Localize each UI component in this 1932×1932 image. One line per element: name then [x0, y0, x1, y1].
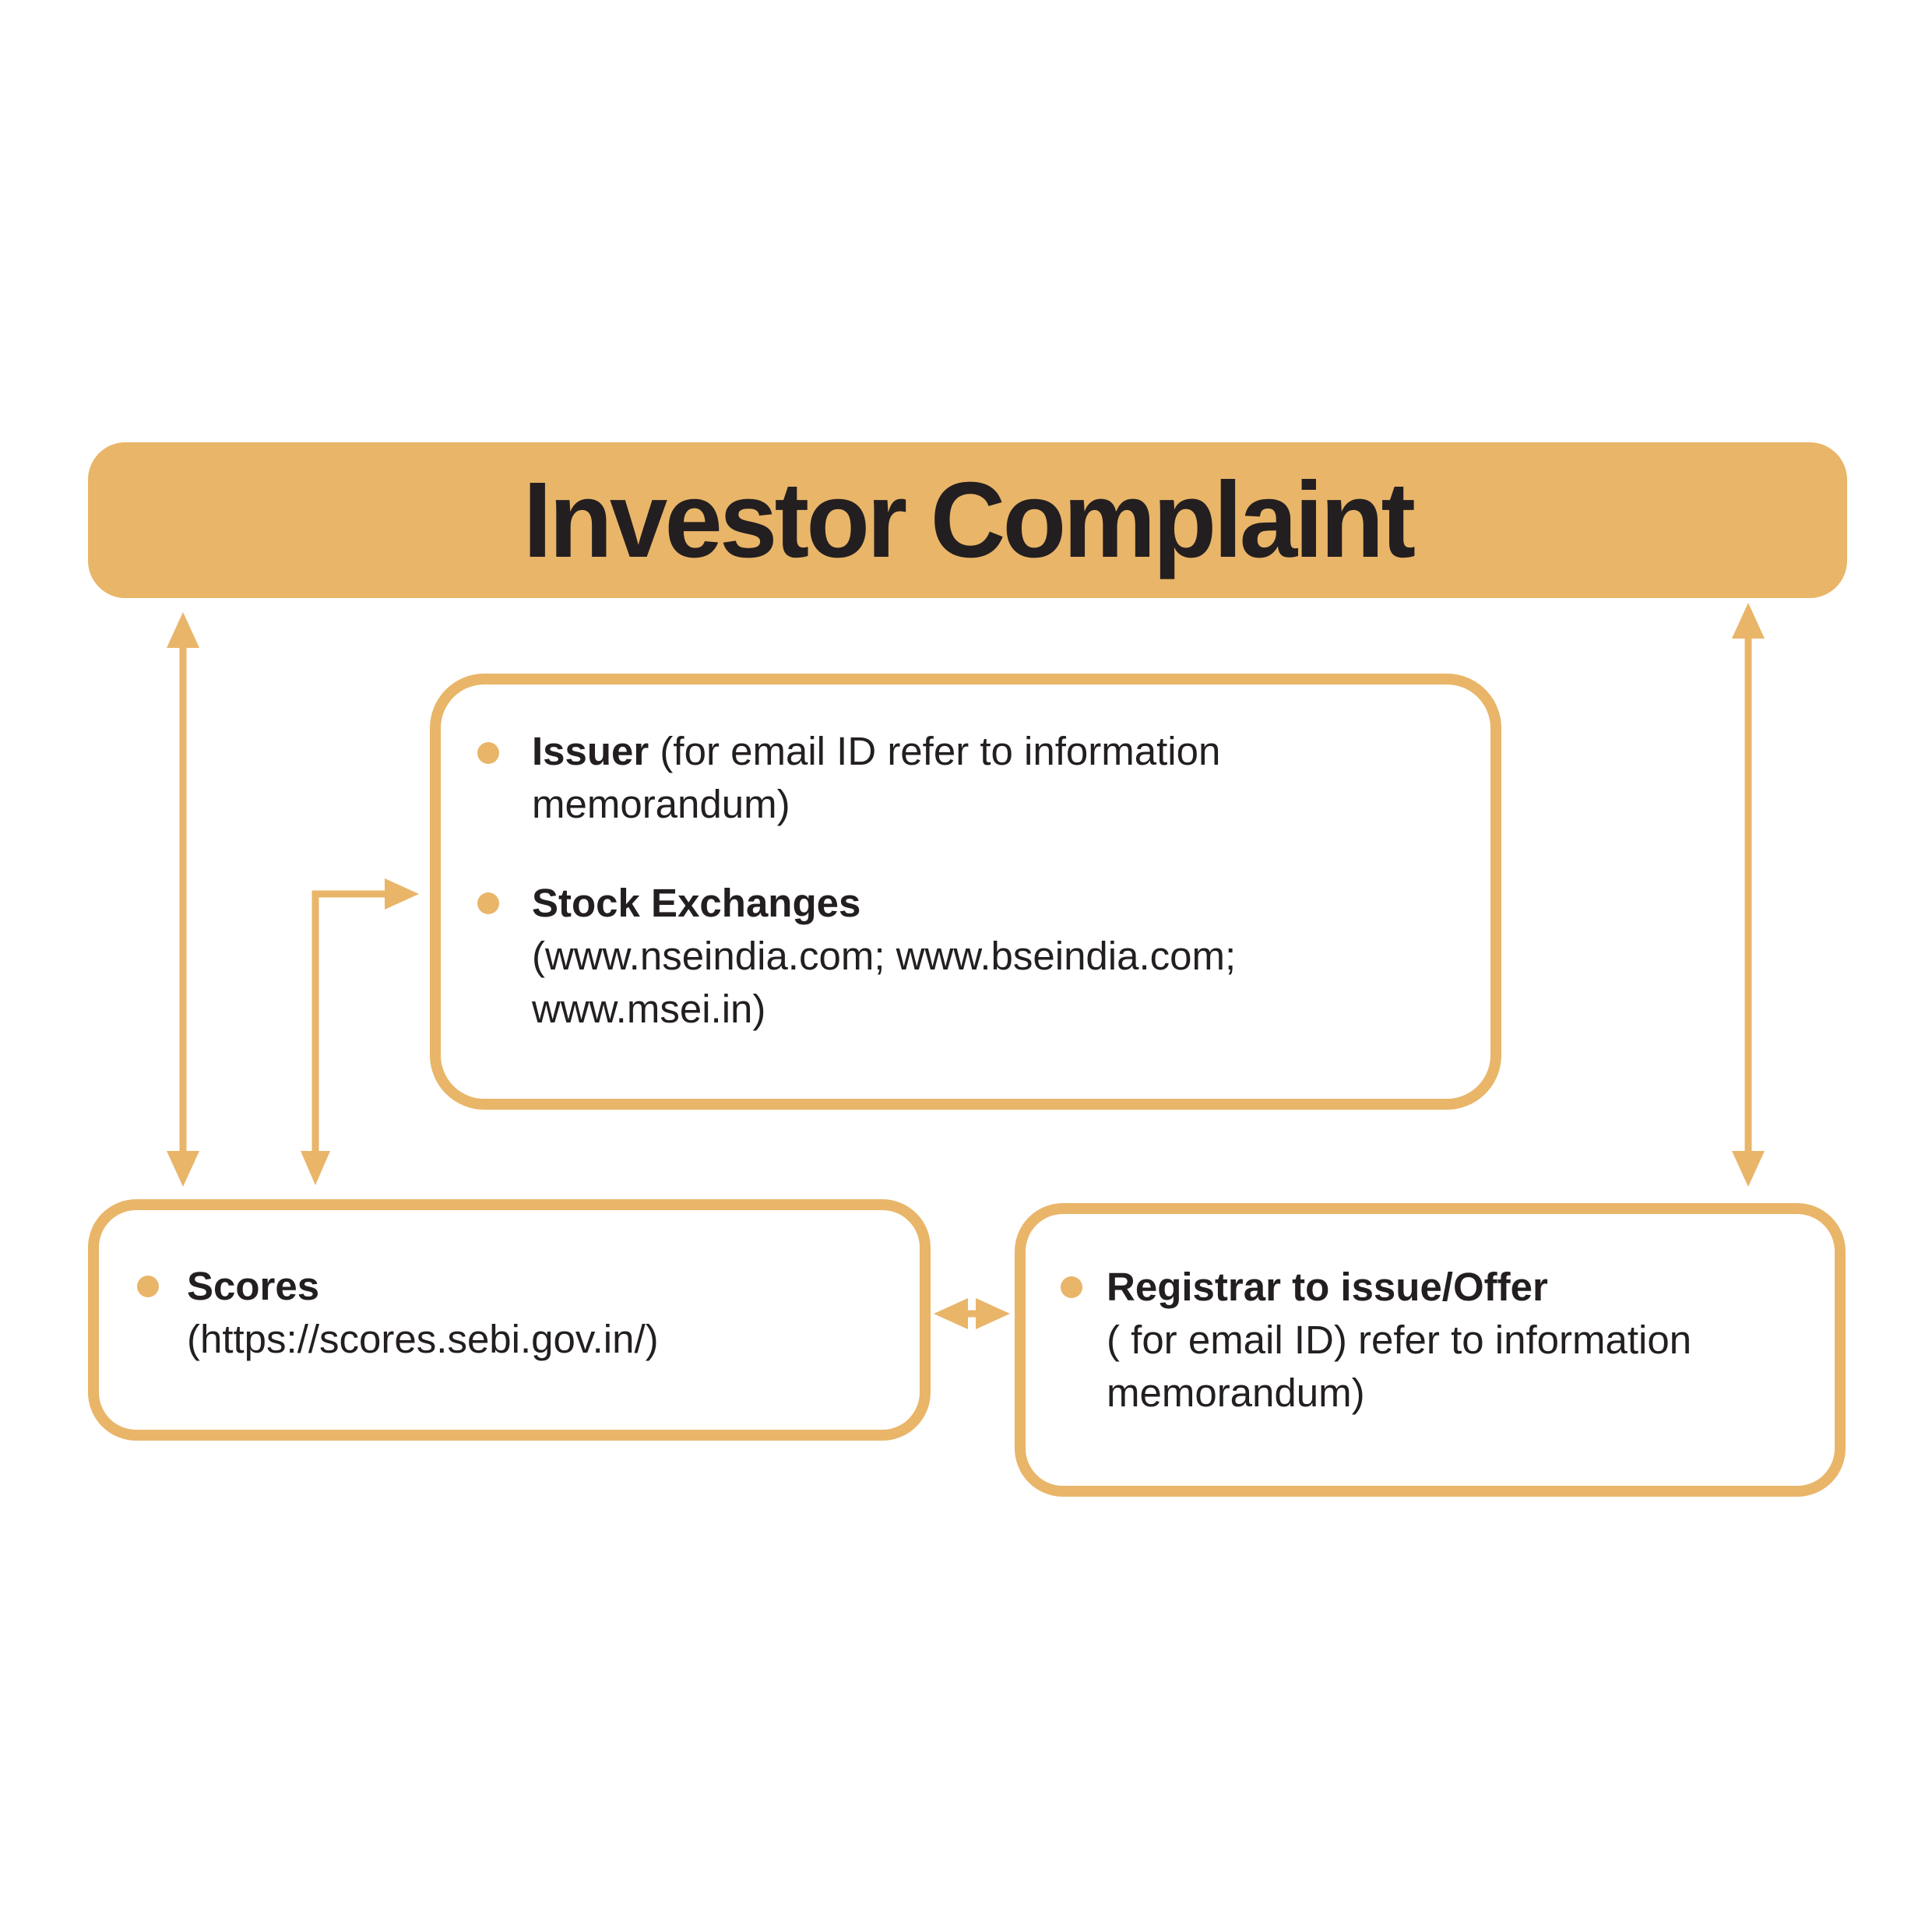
registrar-box: Registrar to issue/Offer ( for email ID)… — [1015, 1203, 1846, 1497]
stock-exchanges-item: Stock Exchanges (www.nseindia.com; www.b… — [532, 877, 1236, 1036]
registrar-label: Registrar to issue/Offer — [1107, 1265, 1548, 1309]
scores-url-line: (https://scores.sebi.gov.in/) — [187, 1317, 659, 1361]
issuer-detail: (for email ID refer to information — [649, 729, 1221, 773]
header-banner: Investor Complaint — [88, 442, 1847, 598]
scores-label: Scores — [187, 1264, 320, 1308]
stock-exchanges-url-line-1: (www.nseindia.com; www.bseindia.com; — [532, 934, 1237, 978]
double-arrow-right-icon — [1732, 603, 1765, 1187]
issuer-label: Issuer — [532, 729, 649, 773]
issuer-line-1: Issuer (for email ID refer to informatio… — [532, 725, 1220, 778]
issuer-line-2: memorandum) — [532, 782, 790, 826]
scores-item: Scores (https://scores.sebi.gov.in/) — [187, 1260, 659, 1366]
bullet-dot-icon — [477, 892, 499, 914]
page-title: Investor Complaint — [523, 459, 1415, 580]
stock-exchanges-url-line-2: www.msei.in) — [532, 987, 766, 1031]
bullet-dot-icon — [477, 742, 499, 764]
registrar-item: Registrar to issue/Offer ( for email ID)… — [1107, 1261, 1691, 1420]
bullet-dot-icon — [1061, 1276, 1082, 1298]
issuer-exchanges-box: Issuer (for email ID refer to informatio… — [430, 674, 1501, 1110]
bent-arrow-icon — [301, 878, 419, 1185]
bullet-dot-icon — [137, 1276, 159, 1297]
stock-exchanges-label: Stock Exchanges — [532, 881, 861, 925]
double-arrow-left-icon — [167, 612, 199, 1187]
registrar-detail-line-1: ( for email ID) refer to information — [1107, 1318, 1692, 1362]
registrar-detail-line-2: memorandum) — [1107, 1371, 1365, 1415]
double-arrow-horizontal-icon — [934, 1298, 1010, 1329]
scores-box: Scores (https://scores.sebi.gov.in/) — [88, 1199, 931, 1441]
stock-exchanges-line-1: Stock Exchanges — [532, 877, 1236, 930]
issuer-item: Issuer (for email ID refer to informatio… — [532, 725, 1220, 831]
